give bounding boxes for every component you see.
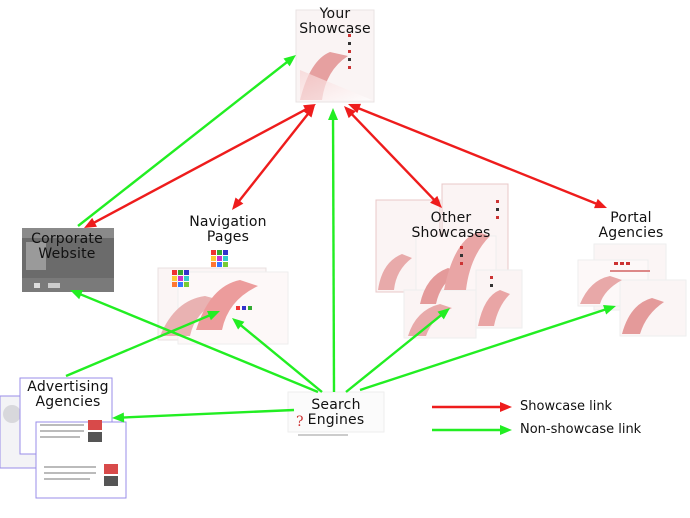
navigation-pages-label: Navigation Pages [176, 215, 280, 245]
advertising-agencies-thumbnail [0, 377, 127, 499]
arrowhead [344, 106, 356, 119]
arrowhead [437, 308, 450, 320]
advertising-agencies-label: Advertising Agencies [14, 380, 122, 410]
other-showcases-label: Other Showcases [402, 211, 500, 241]
other-showcases-label-line2: Showcases [411, 225, 491, 241]
portal-agencies-thumbnail [577, 243, 687, 337]
legend-non-showcase-link-label: Non-showcase link [520, 422, 642, 437]
edge-search-engines-navigation-pages-non-showcase-link [238, 323, 323, 393]
other-showcases-thumbnail [375, 183, 523, 339]
portal-agencies-label: Portal Agencies [586, 211, 676, 241]
arrowhead [70, 289, 83, 300]
portal-agencies-label-line1: Portal [610, 210, 652, 226]
edge-corporate-website-your-showcase-showcase-link [92, 107, 308, 225]
arrowhead [84, 217, 97, 228]
navigation-pages-label-line1: Navigation [189, 214, 267, 230]
arrowhead [112, 412, 125, 423]
edge-your-showcase-portal-agencies-showcase-link [356, 106, 599, 206]
navigation-pages-label-line2: Pages [206, 229, 250, 245]
arrowhead [283, 55, 296, 67]
edge-search-engines-your-showcase-non-showcase-link [331, 117, 336, 393]
search-engines-label-line2: Engines [307, 412, 365, 428]
your-showcase-label: Your Showcase [296, 7, 374, 37]
your-showcase-label-line1: Your [319, 6, 351, 22]
portal-agencies-label-line2: Agencies [598, 225, 664, 241]
advertising-agencies-label-line1: Advertising [27, 379, 109, 395]
arrowhead [232, 318, 245, 330]
arrowhead [232, 197, 244, 210]
edge-search-engines-portal-agencies-non-showcase-link [359, 307, 607, 392]
edge-search-engines-corporate-website-non-showcase-link [78, 292, 319, 394]
edge-search-engines-other-showcases-non-showcase-link [345, 313, 443, 393]
arrowhead [603, 304, 616, 315]
corporate-website-thumbnail [22, 228, 114, 292]
arrowhead [207, 311, 220, 321]
your-showcase-thumbnail [295, 9, 375, 103]
corporate-website-label-line1: Corporate [31, 231, 103, 247]
other-showcases-label-line1: Other [430, 210, 472, 226]
advertising-agencies-label-line2: Agencies [35, 394, 101, 410]
svg-text:?: ? [296, 414, 304, 430]
search-engines-thumbnail: ? [287, 391, 385, 436]
search-engines-label: Search Engines [290, 398, 382, 428]
arrowhead [348, 103, 361, 114]
edges-layer [65, 55, 616, 423]
arrowhead [430, 195, 442, 208]
corporate-website-label: Corporate Website [14, 232, 120, 262]
edge-advertising-agencies-navigation-pages-non-showcase-link [65, 313, 212, 378]
arrowhead [328, 108, 339, 121]
your-showcase-label-line2: Showcase [299, 21, 371, 37]
edge-corporate-website-your-showcase-non-showcase-link [77, 60, 289, 227]
arrowhead [594, 198, 607, 209]
corporate-website-label-line2: Website [38, 246, 96, 262]
search-engines-label-line1: Search [311, 397, 361, 413]
arrowhead [500, 425, 512, 435]
legend-showcase-link-label: Showcase link [520, 399, 613, 414]
edge-search-engines-advertising-agencies-non-showcase-link [121, 408, 295, 419]
legend [432, 402, 512, 435]
edge-your-showcase-other-showcases-showcase-link [350, 112, 436, 202]
arrowhead [500, 402, 512, 412]
arrowhead [303, 105, 315, 118]
edge-your-showcase-navigation-pages-showcase-link [237, 112, 310, 203]
